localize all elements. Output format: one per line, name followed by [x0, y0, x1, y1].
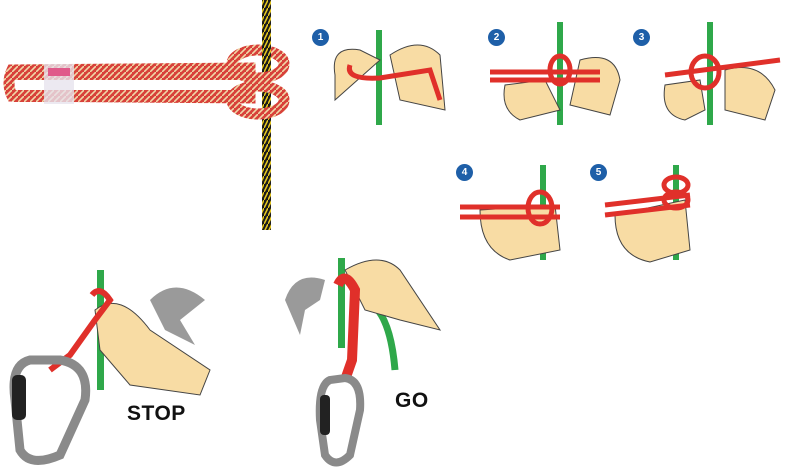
stop-label: STOP	[127, 402, 186, 425]
go-panel	[285, 258, 442, 467]
step-3-panel	[663, 22, 781, 125]
stop-panel	[9, 270, 211, 465]
go-label: GO	[395, 389, 429, 412]
step-badge-5: 5	[590, 164, 607, 181]
prusik-photo	[3, 0, 290, 230]
step-1-panel	[333, 30, 446, 125]
rotate-arrow-icon	[150, 287, 205, 345]
step-4-panel	[460, 165, 561, 261]
step-badge-1: 1	[312, 29, 329, 46]
step-badge-4: 4	[456, 164, 473, 181]
rotate-arrow-icon	[285, 277, 325, 335]
step-badge-3: 3	[633, 29, 650, 46]
step-badge-2: 2	[488, 29, 505, 46]
carabiner-go	[315, 373, 365, 467]
step-5-panel	[604, 165, 691, 263]
step-2-panel	[490, 22, 621, 125]
